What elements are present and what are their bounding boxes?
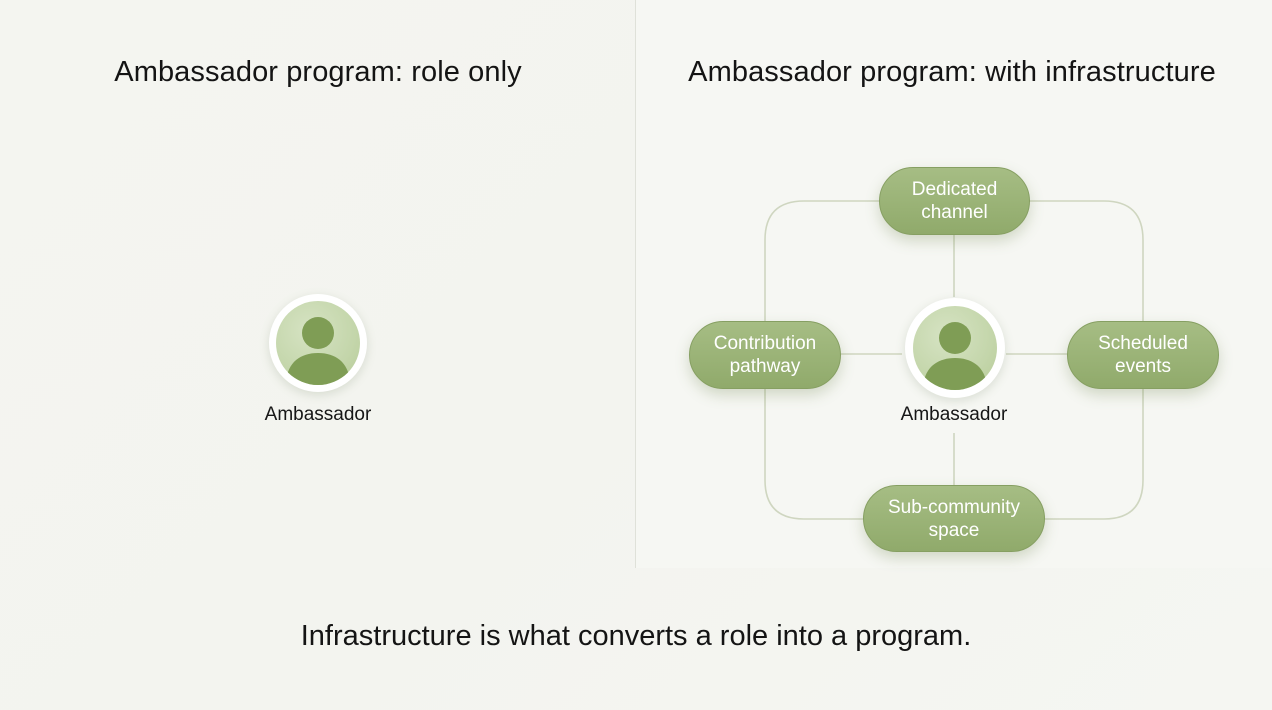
panel-role-only: Ambassador program: role only Ambassador: [0, 0, 636, 568]
node-label: Sub-community space: [888, 496, 1020, 541]
ambassador-label-center: Ambassador: [900, 404, 1008, 425]
node-label: Dedicated channel: [911, 179, 998, 223]
node-dedicated-channel: Dedicated channel: [879, 167, 1030, 235]
connector-frame: [1044, 389, 1144, 520]
node-scheduled-events: Scheduled events: [1067, 321, 1219, 389]
ambassador-avatar: [269, 294, 367, 392]
caption: Infrastructure is what converts a role i…: [300, 620, 972, 652]
ambassador-avatar-center: [905, 298, 1005, 398]
panel-title-role-only: Ambassador program: role only: [114, 56, 522, 88]
connector-frame: [764, 389, 864, 520]
connector-lines: [764, 200, 1144, 520]
person-icon: [276, 301, 360, 385]
panel-divider: [635, 0, 636, 568]
panel-title-with-infrastructure: Ambassador program: with infrastructure: [688, 56, 1216, 88]
connector-frame: [764, 200, 880, 321]
node-contribution-pathway: Contribution pathway: [689, 321, 841, 389]
node-sub-community-space: Sub-community space: [863, 485, 1045, 552]
node-label: Contribution pathway: [713, 333, 817, 377]
connector-frame: [1029, 200, 1144, 321]
ambassador-label: Ambassador: [264, 404, 372, 425]
node-label: Scheduled events: [1098, 333, 1188, 377]
person-icon: [913, 306, 997, 390]
panel-with-infrastructure: Ambassador program: with infrastructure …: [636, 0, 1272, 568]
